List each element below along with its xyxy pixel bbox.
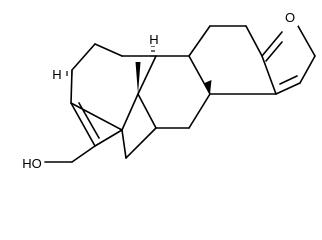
bond bbox=[70, 102, 96, 147]
bond bbox=[94, 43, 123, 57]
furan-oxygen-label: O bbox=[285, 10, 295, 25]
wedge-bond bbox=[204, 80, 212, 94]
bond bbox=[78, 102, 100, 139]
bond bbox=[121, 93, 139, 131]
hydroxyl-label: HO bbox=[22, 156, 42, 171]
methyl-wedge-bond bbox=[135, 62, 141, 94]
bond bbox=[125, 127, 157, 159]
stereo-bonds bbox=[61, 45, 212, 94]
bond bbox=[297, 25, 316, 57]
bond bbox=[261, 55, 277, 95]
central-ring bbox=[137, 55, 211, 129]
structure-diagram: O HO H H bbox=[20, 8, 316, 172]
bond bbox=[137, 55, 157, 95]
bond bbox=[188, 25, 211, 57]
bond bbox=[188, 93, 211, 129]
bond bbox=[265, 41, 283, 62]
bond bbox=[70, 102, 123, 131]
hydrogen-top-label: H bbox=[149, 32, 158, 47]
bond bbox=[261, 31, 283, 57]
cyclohexene-ring bbox=[188, 25, 277, 95]
bond bbox=[94, 129, 123, 147]
atom-labels: O HO H H bbox=[20, 8, 298, 172]
hydrogen-left-label: H bbox=[52, 67, 61, 82]
bond bbox=[121, 129, 127, 159]
bond bbox=[245, 25, 263, 57]
bond bbox=[71, 43, 96, 71]
furan-ring bbox=[261, 25, 316, 95]
hashed-bond-top bbox=[150, 45, 156, 57]
bond bbox=[299, 55, 316, 84]
bond bbox=[71, 145, 96, 163]
bond bbox=[275, 82, 301, 95]
hashed-bond-left bbox=[61, 70, 73, 76]
bond bbox=[279, 75, 298, 85]
bond bbox=[137, 93, 157, 129]
bond bbox=[188, 55, 211, 95]
